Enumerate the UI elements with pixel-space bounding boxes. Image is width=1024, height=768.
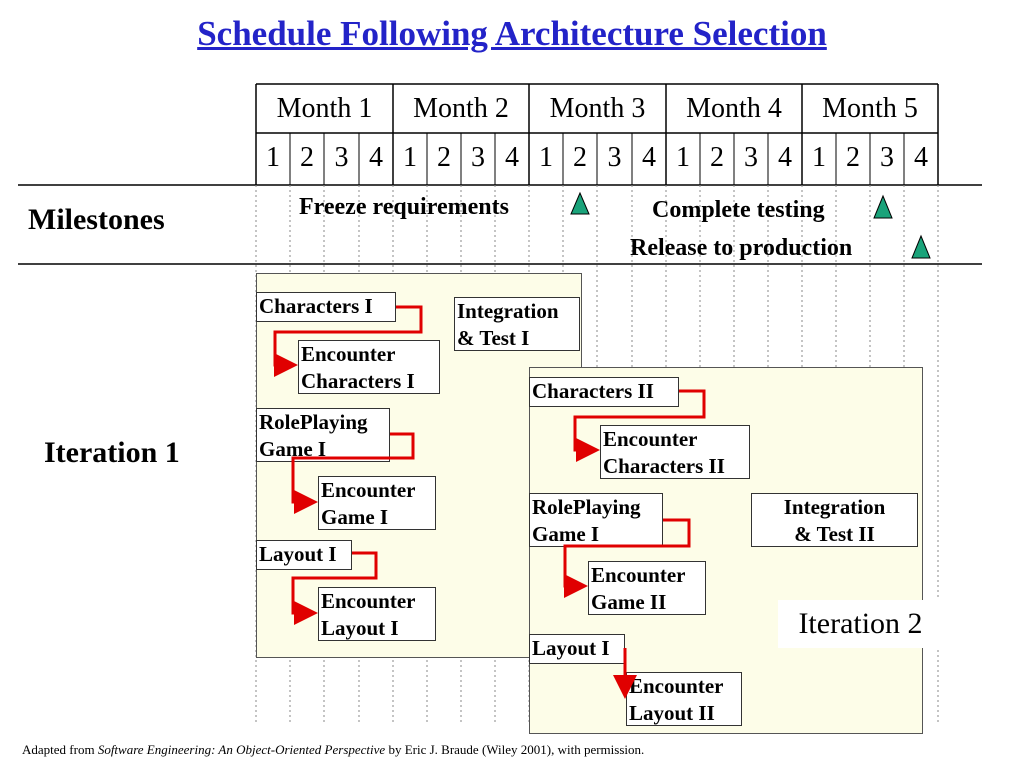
task-layout-i: Layout I [256,540,352,570]
week-header: 2 [846,142,860,173]
milestone-complete-testing: Complete testing [652,197,825,223]
week-header: 2 [573,142,587,173]
milestone-triangle-icon [570,191,590,215]
week-header: 3 [334,142,349,173]
arrow-roleplaying-i [291,432,415,514]
month-header-4: Month 4 [686,93,782,124]
row-label-iteration1: Iteration 1 [44,436,180,469]
row-label-milestones: Milestones [28,203,165,236]
arrow-characters-i [273,305,423,377]
week-header: 1 [266,142,280,173]
week-header: 1 [403,142,417,173]
week-header: 1 [539,142,553,173]
arrow-roleplaying-ii [563,518,691,598]
iteration2-label: Iteration 2 [778,600,943,648]
month-header-5: Month 5 [822,93,918,124]
week-header: 2 [300,142,314,173]
week-header: 2 [710,142,724,173]
task-integration-test-ii: Integration& Test II [751,493,918,547]
week-header: 3 [880,142,894,173]
citation-footer: Adapted from Software Engineering: An Ob… [22,742,645,757]
week-header: 2 [437,142,451,173]
month-header-1: Month 1 [276,93,373,124]
milestone-triangle-icon [873,194,893,219]
task-layout-i-2: Layout I [529,634,625,664]
week-header: 3 [744,142,758,173]
page-title: Schedule Following Architecture Selectio… [197,14,827,53]
task-characters-ii: Characters II [529,377,679,407]
task-integration-test-i: Integration& Test I [454,297,580,351]
task-characters-i: Characters I [256,292,396,322]
week-header: 1 [676,142,690,173]
milestone-release-to-production: Release to production [630,235,853,261]
week-header: 4 [642,142,656,173]
milestone-freeze-requirements: Freeze requirements [299,194,509,220]
arrow-layout-i [291,551,378,625]
milestone-triangle-icon [911,234,931,259]
week-header: 3 [607,142,622,173]
week-header: 4 [505,142,519,173]
week-header: 1 [812,142,826,173]
month-header-3: Month 3 [549,93,646,124]
week-header: 4 [369,142,383,173]
week-header: 4 [914,142,928,173]
week-header: 3 [471,142,485,173]
arrow-characters-ii [573,389,706,462]
month-header-2: Month 2 [413,93,509,124]
week-header: 4 [778,142,792,173]
